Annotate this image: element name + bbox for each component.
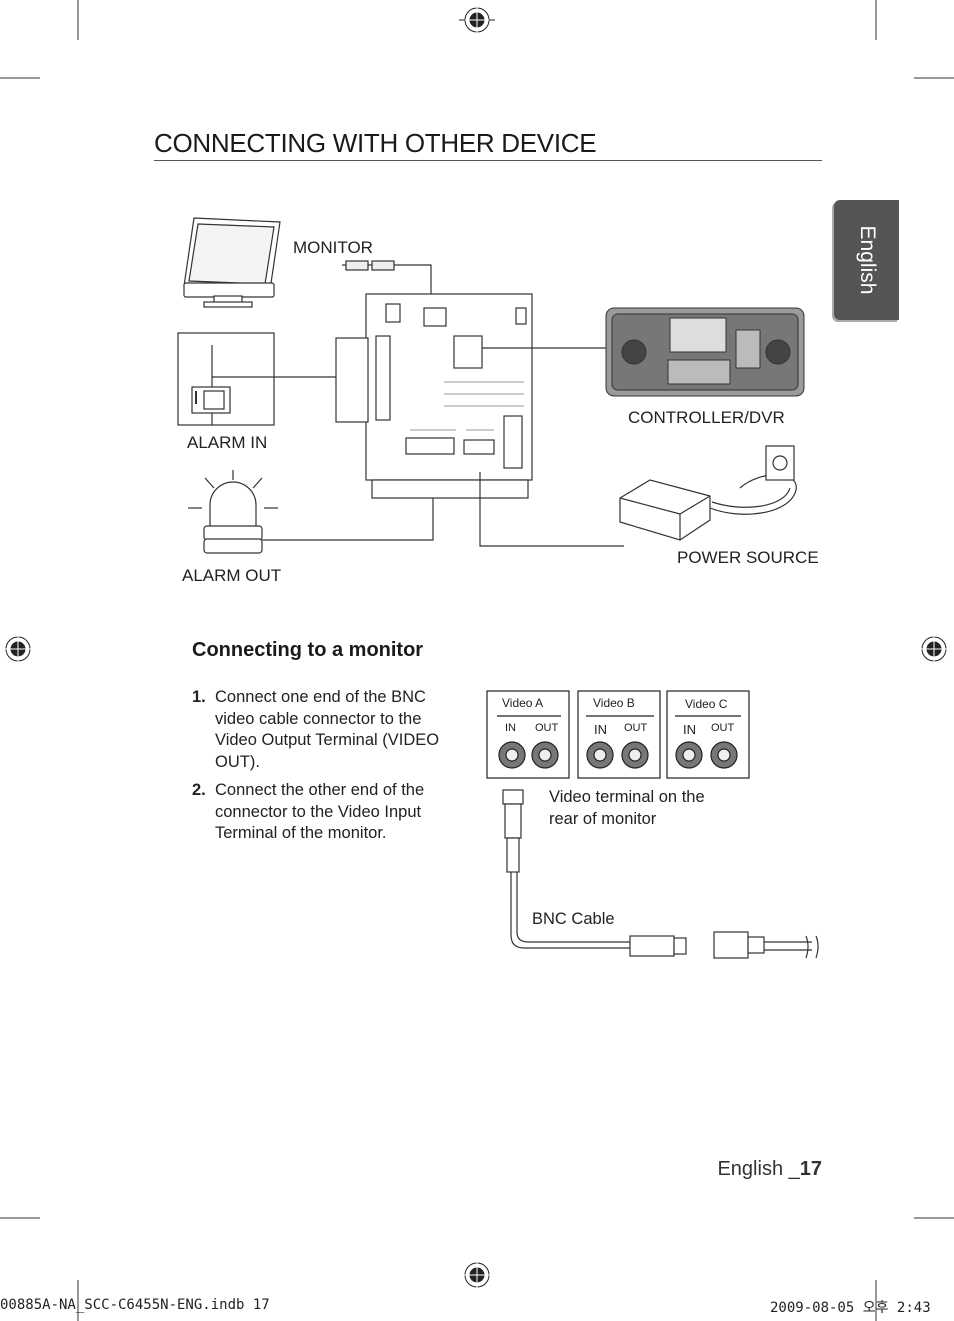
monitor-cable: [342, 260, 432, 310]
footer-label: English _: [717, 1158, 800, 1180]
video-a-out-label: OUT: [535, 722, 559, 734]
monitor-icon: [183, 217, 281, 308]
terminal-caption: Video terminal on the rear of monitor: [549, 788, 705, 828]
video-a-label: Video A: [502, 696, 544, 710]
power-source-label: POWER SOURCE: [677, 548, 819, 567]
controller-dvr-icon: [605, 307, 805, 397]
print-slug-date: 2009-08-05 오후 2:43: [770, 1300, 931, 1316]
registration-mark-top: [459, 2, 495, 38]
page-title: CONNECTING WITH OTHER DEVICE: [154, 128, 597, 158]
alarm-in-label: ALARM IN: [187, 433, 268, 452]
controller-label: CONTROLLER/DVR: [628, 408, 785, 427]
registration-mark-bottom: [459, 1257, 495, 1293]
video-b-out-label: OUT: [624, 722, 648, 734]
print-slug-file: 00885A-NA_SCC-C6455N-ENG.indb 17: [0, 1297, 270, 1313]
step-1: 1. Connect one end of the BNC video cabl…: [192, 687, 442, 773]
power-adapter-icon: [619, 445, 797, 541]
video-b-label: Video B: [593, 696, 635, 710]
alarm-out-lamp: [188, 470, 278, 554]
registration-mark-right: [916, 631, 952, 667]
step-1-number: 1.: [192, 688, 206, 706]
page-number: 17: [799, 1158, 822, 1180]
step-2-text: Connect the other end of the connector t…: [215, 781, 425, 842]
alarm-out-label: ALARM OUT: [182, 566, 282, 585]
bnc-cable-caption: BNC Cable: [532, 910, 615, 928]
power-wire: [479, 472, 624, 547]
camera-board: [335, 293, 533, 499]
video-c-in-label: IN: [683, 722, 696, 737]
step-2: 2. Connect the other end of the connecto…: [192, 780, 442, 845]
bnc-connectors: [498, 741, 738, 769]
alarm-in-device: [177, 332, 275, 426]
video-c-label: Video C: [685, 697, 728, 711]
video-a-in-label: IN: [505, 722, 516, 734]
registration-mark-left: [0, 631, 36, 667]
video-c-out-label: OUT: [711, 722, 735, 734]
step-2-number: 2.: [192, 781, 206, 799]
step-1-text: Connect one end of the BNC video cable c…: [215, 688, 440, 771]
video-b-in-label: IN: [594, 722, 607, 737]
page-footer: English _17: [717, 1158, 822, 1181]
section-heading: Connecting to a monitor: [192, 639, 424, 661]
language-tab: English: [834, 200, 899, 320]
monitor-label: MONITOR: [293, 238, 373, 257]
title-rule: [154, 160, 822, 161]
bnc-cable: [502, 789, 819, 959]
